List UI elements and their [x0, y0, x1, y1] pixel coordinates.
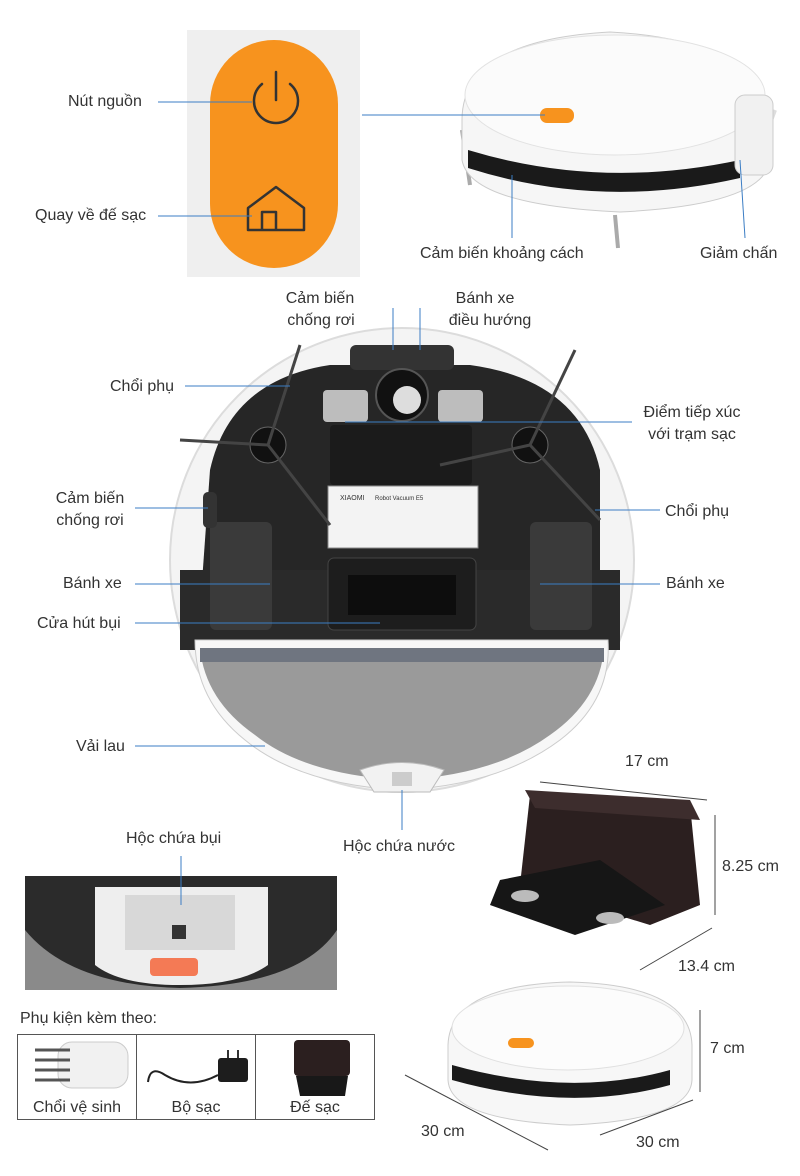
accessory-cell-brush: Chổi vệ sinh: [17, 1034, 137, 1120]
accessory-label-charger: Bộ sạc: [171, 1099, 221, 1116]
dim-robot-length: 30 cm: [421, 1123, 465, 1140]
label-side-brush-right: Chổi phụ: [665, 503, 730, 520]
dust-bin-photo: [25, 876, 337, 990]
label-distance-sensor: Cảm biến khoảng cách: [420, 245, 584, 262]
button-panel: [187, 30, 360, 277]
sticker-brand: XIAOMI: [340, 495, 365, 502]
label-cliff-sensor-left-2: chống rơi: [56, 512, 124, 529]
label-dust-bin: Hộc chứa bụi: [126, 830, 222, 847]
sticker-model: Robot Vacuum E5: [375, 496, 424, 502]
dim-robot-width: 30 cm: [636, 1134, 680, 1151]
dim-dock-width: 17 cm: [625, 753, 669, 770]
label-cliff-sensor-left-1: Cảm biến: [55, 490, 125, 507]
accessory-label-dock: Đế sạc: [290, 1099, 340, 1116]
dim-dock-height: 8.25 cm: [722, 858, 779, 875]
label-contacts-1: Điểm tiếp xúc: [643, 404, 741, 421]
dim-robot-height: 7 cm: [710, 1040, 745, 1057]
label-wheel-left: Bánh xe: [63, 575, 122, 592]
label-nav-wheel-1: Bánh xe: [455, 290, 515, 307]
home-icon: [246, 185, 306, 232]
accessory-cell-charger: Bộ sạc: [136, 1034, 256, 1120]
label-bumper: Giảm chấn: [700, 245, 778, 262]
dim-dock-depth: 13.4 cm: [678, 958, 735, 975]
accessory-cell-dock: Đế sạc: [255, 1034, 375, 1120]
dock-icon: [294, 1040, 350, 1096]
label-power-button: Nút nguồn: [68, 93, 142, 110]
robot-side-view: [460, 31, 777, 249]
label-side-brush-left: Chổi phụ: [110, 378, 175, 395]
label-water-tank: Hộc chứa nước: [343, 838, 455, 855]
cleaning-brush-icon: [35, 1041, 129, 1089]
label-wheel-right: Bánh xe: [666, 575, 725, 592]
charger-icon: [147, 1050, 248, 1084]
robot-dimension-view: [447, 981, 693, 1126]
accessory-label-brush: Chổi vệ sinh: [32, 1099, 122, 1116]
label-return-dock: Quay về đế sạc: [35, 207, 147, 224]
label-contacts-2: với trạm sạc: [648, 426, 736, 443]
label-suction-port: Cửa hút bụi: [37, 615, 121, 632]
accessories-title: Phụ kiện kèm theo:: [20, 1010, 157, 1027]
label-mop: Vải lau: [76, 738, 125, 755]
label-nav-wheel-2: điều hướng: [448, 312, 532, 329]
robot-bottom-view: XIAOMI Robot Vacuum E5: [169, 327, 635, 793]
charging-dock: [490, 790, 700, 935]
label-cliff-sensor-top-1: Cảm biến: [285, 290, 355, 307]
label-cliff-sensor-top-2: chống rơi: [287, 312, 355, 329]
power-icon: [252, 70, 300, 125]
